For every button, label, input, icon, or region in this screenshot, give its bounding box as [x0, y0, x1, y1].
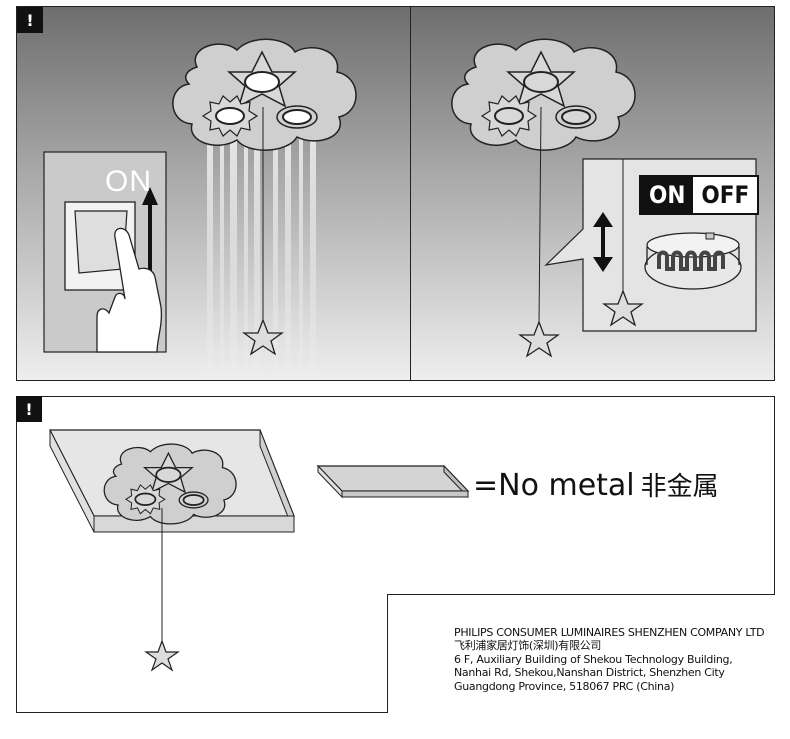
magnet-base-icon	[644, 232, 742, 290]
hand-icon	[96, 227, 163, 353]
switch-on-label: ON	[105, 165, 152, 198]
toggle-on-label: ON	[641, 177, 694, 213]
cloud-lamp-icon	[172, 38, 357, 151]
panel-switch-on: !	[16, 6, 411, 381]
panel3-frame	[16, 396, 775, 713]
company-name-cn: 飞利浦家居灯饰(深圳)有限公司	[454, 639, 602, 653]
panel1-illustration	[43, 38, 357, 379]
up-arrow-icon	[142, 187, 158, 275]
exclamation-badge-icon: !	[17, 7, 43, 33]
panel-pull-cord: ON OFF	[410, 6, 775, 381]
metal-plate-icon	[316, 464, 470, 499]
company-name: PHILIPS CONSUMER LUMINAIRES SHENZHEN COM…	[454, 626, 765, 639]
company-address: PHILIPS CONSUMER LUMINAIRES SHENZHEN COM…	[454, 626, 765, 693]
pull-star-icon	[518, 320, 560, 358]
pull-star-icon	[602, 289, 644, 327]
no-metal-text: =No metal	[473, 468, 635, 503]
exclamation-badge-icon: !	[16, 396, 42, 422]
no-metal-cn-text: 非金属	[640, 472, 719, 502]
cloud-lamp-icon	[451, 38, 636, 151]
panel-no-metal: !	[16, 396, 775, 713]
address-line-1: 6 F, Auxiliary Building of Shekou Techno…	[454, 652, 733, 666]
toggle-off-label: OFF	[693, 177, 758, 213]
light-beams	[207, 127, 316, 379]
double-arrow-icon	[593, 212, 613, 272]
address-line-3: Guangdong Province, 518067 PRC (China)	[454, 679, 675, 693]
pull-star-icon	[144, 639, 180, 672]
address-line-2: Nanhai Rd, Shekou,Nanshan District, Shen…	[454, 666, 725, 680]
pull-star-icon	[242, 318, 284, 356]
on-off-toggle: ON OFF	[639, 175, 760, 215]
cloud-lamp-icon	[103, 443, 237, 525]
